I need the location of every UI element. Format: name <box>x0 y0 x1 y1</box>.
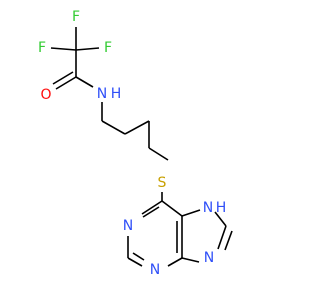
bonds <box>50 27 233 267</box>
fluorine-right: F <box>104 40 112 56</box>
bond-c6-n1 <box>141 200 163 215</box>
oxygen-carbonyl: O <box>40 87 51 103</box>
bond-carbonyl-amide-n <box>75 76 94 88</box>
fluorine-top: F <box>72 9 80 25</box>
bond-c2-n3-double <box>132 252 145 261</box>
nitrogen-pyrimidine-1: N <box>123 218 133 234</box>
bond-chain-4 <box>148 147 169 161</box>
hydrogen-imidazole: H <box>216 200 227 216</box>
fluorine-left: F <box>38 40 46 56</box>
bond-cf3-f-left <box>50 47 77 51</box>
bond-chain-1 <box>101 120 126 135</box>
bond-c6-n1-double <box>142 206 160 218</box>
bond-c2-n3 <box>127 257 143 267</box>
nitrogen-imidazole-9: N <box>204 250 214 266</box>
bond-n3-c4 <box>167 257 183 267</box>
bond-cf3-f-right <box>75 47 100 51</box>
bond-n7-c8 <box>214 211 227 227</box>
atom-labels: F F F O N H S N H N N N <box>38 9 226 278</box>
bond-n9-c4 <box>181 257 200 263</box>
bond-carbonyl-oxygen-1 <box>55 76 77 90</box>
bond-c8-n9 <box>217 225 227 250</box>
sulfur-thioether: S <box>158 175 167 191</box>
molecule-structure: F F F O N H S N H N N N <box>38 9 233 278</box>
nitrogen-amide: N <box>97 86 107 102</box>
bond-carbonyl-oxygen-2 <box>52 71 74 85</box>
bond-c8-n9-double <box>224 230 233 251</box>
nitrogen-pyrimidine-3: N <box>150 262 160 278</box>
bond-chain-2 <box>124 120 150 135</box>
bond-c5-n7 <box>181 209 201 217</box>
bond-c5-c6 <box>161 200 183 217</box>
hydrogen-amide: H <box>111 86 122 102</box>
nitrogen-imidazole-nh: N <box>203 200 213 216</box>
